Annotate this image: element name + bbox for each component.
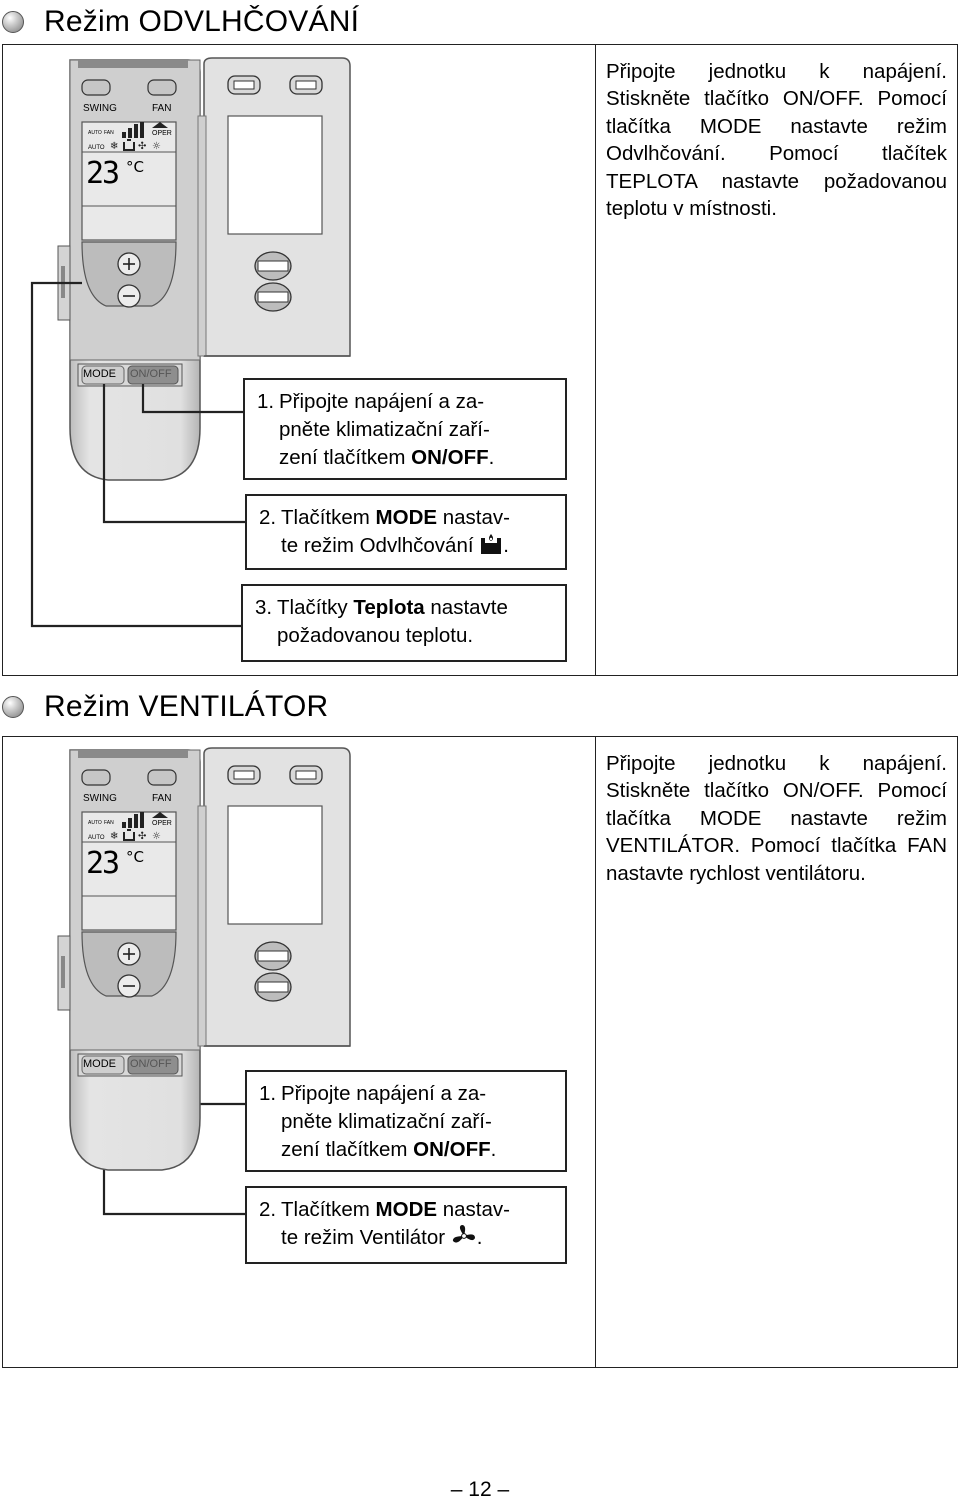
step-text-line: te režim Odvlhčování . (259, 532, 555, 564)
section-bullet-icon (2, 11, 24, 33)
mode-button-label: MODE (83, 368, 116, 380)
step-text: te režim Ventilátor (281, 1226, 451, 1249)
svg-text:☼: ☼ (152, 141, 161, 152)
column-divider (595, 737, 596, 1367)
step-text: nastavte (424, 596, 508, 619)
swing-button-label: SWING (83, 793, 117, 804)
onoff-keyword: ON/OFF (413, 1138, 491, 1161)
display-oper: OPER (152, 130, 172, 137)
display-unit: °C (126, 158, 144, 176)
temperature-keyword: Teplota (353, 596, 425, 619)
step-text: te režim Odvlhčování (281, 534, 480, 557)
remote-control-illustration: ❄ ✣ ☼ SWING FAN AUTO FAN OPER AUTO 23 °C… (52, 746, 372, 1176)
step-number: 2. (259, 1198, 277, 1221)
display-fan-top: FAN (104, 130, 114, 136)
swing-button-label: SWING (83, 103, 117, 114)
onoff-button-label: ON/OFF (130, 1058, 172, 1070)
svg-text:✣: ✣ (138, 141, 146, 152)
mode-button-label: MODE (83, 1058, 116, 1070)
onoff-button-label: ON/OFF (130, 368, 172, 380)
mode-keyword: MODE (375, 1198, 438, 1221)
section-box-dehumidify (2, 44, 958, 676)
step-text: Tlačítkem (281, 1198, 376, 1221)
step-1-box: 1.Připojte napájení a za- pněte klimatiz… (243, 378, 567, 480)
step-text: . (503, 534, 509, 557)
section-heading-dehumidify: Režim ODVLHČOVÁNÍ (0, 2, 359, 42)
section-description: Připojte jednotku k napájení. Stiskněte … (606, 752, 947, 885)
step-number: 2. (259, 506, 277, 529)
step-text-line: te režim Ventilátor . (259, 1224, 555, 1256)
display-unit: °C (126, 848, 144, 866)
section-description: Připojte jednotku k napájení. Stiskněte … (606, 60, 947, 221)
step-text: pněte klimatizační zaří- (279, 418, 490, 441)
section-title: Režim VENTILÁTOR (44, 690, 329, 723)
section-heading-fan: Režim VENTILÁTOR (0, 687, 328, 727)
step-text: zení tlačítkem (281, 1138, 414, 1161)
step-text: . (490, 1138, 497, 1161)
svg-text:❄: ❄ (110, 831, 118, 842)
fan-button-label: FAN (152, 103, 172, 114)
display-auto-top: AUTO (88, 820, 102, 826)
step-text: . (476, 1226, 483, 1249)
svg-text:✣: ✣ (138, 831, 146, 842)
step-number: 1. (259, 1082, 277, 1105)
step-2-box: 2.Tlačítkem MODE nastav- te režim Ventil… (245, 1186, 567, 1264)
section-bullet-icon (2, 696, 24, 718)
display-auto: AUTO (88, 145, 105, 151)
svg-text:☼: ☼ (152, 831, 161, 842)
display-temperature: 23 (86, 156, 120, 191)
mode-keyword: MODE (375, 506, 438, 529)
display-fan-top: FAN (104, 820, 114, 826)
fan-icon (451, 1224, 477, 1256)
display-oper: OPER (152, 820, 172, 827)
section-title: Režim ODVLHČOVÁNÍ (44, 5, 360, 38)
step-2-box: 2.Tlačítkem MODE nastav- te režim Odvlhč… (245, 494, 567, 570)
step-text-line: zení tlačítkem ON/OFF. (259, 1136, 555, 1164)
column-divider (595, 45, 596, 675)
step-text: požadovanou teplotu. (277, 624, 474, 647)
step-text: Připojte napájení a za- (279, 390, 485, 413)
step-number: 1. (257, 390, 275, 413)
display-auto: AUTO (88, 835, 105, 841)
step-text: pněte klimatizační zaří- (281, 1110, 492, 1133)
step-text: nastav- (437, 1198, 510, 1221)
step-text: Tlačítky (277, 596, 354, 619)
step-number: 3. (255, 596, 273, 619)
fan-button-label: FAN (152, 793, 172, 804)
step-text: zení tlačítkem (279, 446, 412, 469)
svg-text:❄: ❄ (110, 141, 118, 152)
dehumidify-icon (479, 534, 503, 564)
display-temperature: 23 (86, 846, 120, 881)
step-text-line: zení tlačítkem ON/OFF. (257, 444, 555, 472)
page-number: – 12 – (450, 1478, 510, 1501)
remote-control-drawing: ❄ ✣ ☼ (57, 747, 351, 1171)
step-text: Tlačítkem (281, 506, 376, 529)
step-text: Připojte napájení a za- (281, 1082, 487, 1105)
display-auto-top: AUTO (88, 130, 102, 136)
step-1-box: 1.Připojte napájení a za- pněte klimatiz… (245, 1070, 567, 1172)
step-text: . (488, 446, 495, 469)
step-text: nastav- (437, 506, 510, 529)
section-box-fan (2, 736, 958, 1368)
onoff-keyword: ON/OFF (411, 446, 489, 469)
step-3-box: 3.Tlačítky Teplota nastavte požadovanou … (241, 584, 567, 662)
